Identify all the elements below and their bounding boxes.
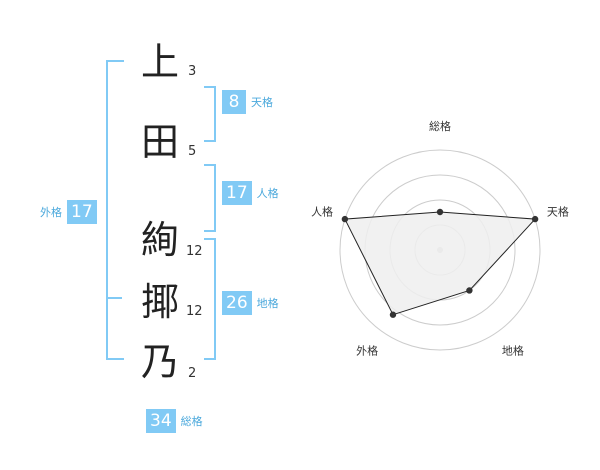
gaikaku-badge: 17 <box>67 200 97 224</box>
stroke-count-1: 3 <box>188 64 197 79</box>
radar-axis-label-5: 人格 <box>311 205 333 219</box>
gaikaku-label: 外格 <box>40 206 62 219</box>
name-kanji-3: 絢 <box>140 218 179 262</box>
radar-point-1 <box>436 208 444 216</box>
name-kanji-5: 乃 <box>140 340 179 384</box>
radar-point-5 <box>341 215 349 223</box>
radar-point-3 <box>466 287 473 294</box>
radar-axis-label-4: 外格 <box>356 343 378 357</box>
stroke-count-4: 12 <box>186 304 203 319</box>
stroke-count-3: 12 <box>186 244 203 259</box>
radar-axis-label-3: 地格 <box>502 343 524 357</box>
chikaku-label: 地格 <box>256 297 279 310</box>
radar-ring <box>339 149 541 351</box>
soukaku-label: 総格 <box>180 415 203 428</box>
chikaku-badge-group: 26 地格 <box>222 291 279 315</box>
jinkaku-label: 人格 <box>256 187 279 200</box>
tenkaku-badge-group: 8 天格 <box>222 90 273 114</box>
chikaku-bracket <box>204 238 216 360</box>
tenkaku-badge: 8 <box>222 90 246 114</box>
name-kanji-2: 田 <box>140 120 179 164</box>
stroke-count-2: 5 <box>188 144 197 159</box>
gaikaku-badge-group: 外格 17 <box>40 200 97 224</box>
radar-axis-label-2: 天格 <box>547 205 569 219</box>
name-kanji-1: 上 <box>140 40 179 84</box>
soukaku-badge: 34 <box>146 409 176 433</box>
chikaku-badge: 26 <box>222 291 252 315</box>
radar-series <box>341 208 539 318</box>
jinkaku-badge: 17 <box>222 181 252 205</box>
soukaku-badge-group: 34 総格 <box>146 409 203 433</box>
radar-axis-label-1: 総格 <box>429 119 451 133</box>
stroke-count-5: 2 <box>188 366 197 381</box>
radar-point-2 <box>531 215 539 223</box>
radar-area <box>344 211 537 316</box>
gaikaku-bracket <box>106 60 124 360</box>
radar-point-4 <box>389 311 397 318</box>
tenkaku-label: 天格 <box>251 96 273 109</box>
tenkaku-bracket <box>204 86 216 142</box>
jinkaku-bracket <box>204 164 216 232</box>
name-kanji-4: 揶 <box>140 280 179 324</box>
jinkaku-badge-group: 17 人格 <box>222 181 279 205</box>
gaikaku-bracket-mid-tick <box>106 297 122 299</box>
